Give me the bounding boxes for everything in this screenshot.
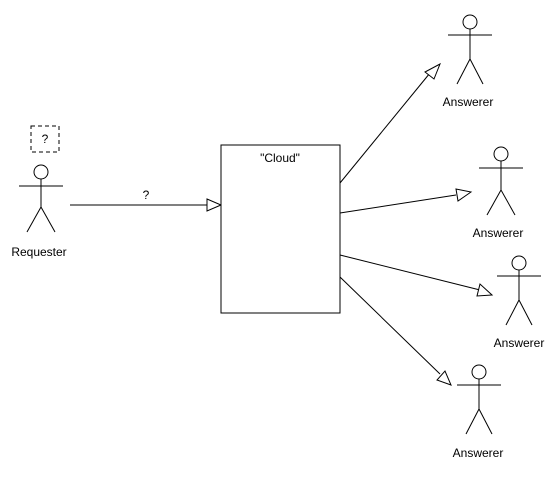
answerer-4-actor-icon (457, 364, 501, 435)
cloud-box (220, 144, 341, 314)
answerer-3-label: Answerer (493, 336, 545, 350)
arrow-to-answerer-4 (339, 276, 452, 386)
requester-label: Requester (11, 245, 67, 259)
requester-actor-icon (19, 164, 63, 233)
request-edge-label: ? (142, 188, 150, 202)
answerer-1-label: Answerer (442, 95, 494, 109)
answerer-3-actor-icon (497, 255, 541, 326)
answerer-1-actor-icon (448, 14, 492, 85)
arrow-to-answerer-2 (339, 188, 473, 214)
answerer-2-actor-icon (479, 146, 523, 216)
answerer-2-label: Answerer (472, 226, 524, 240)
request-arrow (70, 198, 223, 212)
requester-query-mark: ? (41, 132, 49, 146)
cloud-label: "Cloud" (260, 151, 300, 165)
arrow-to-answerer-3 (339, 254, 494, 297)
answerer-4-label: Answerer (452, 446, 504, 460)
arrow-to-answerer-1 (339, 62, 441, 184)
requester-query-box (30, 125, 60, 153)
